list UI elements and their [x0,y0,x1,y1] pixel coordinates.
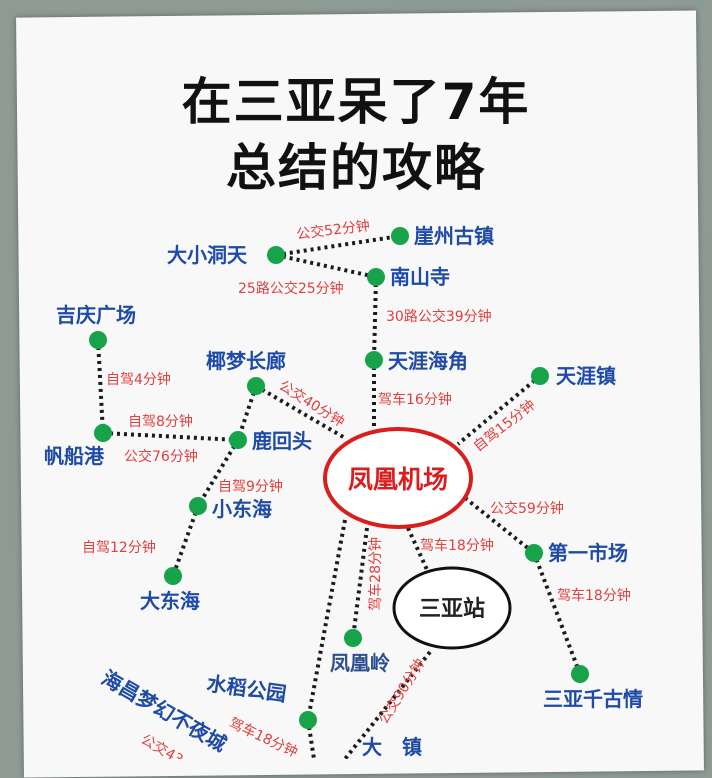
edge-label-6: 驾车16分钟 [378,391,452,408]
node-qiangu[interactable] [571,665,589,683]
route-map: 凤凰机场 三亚站 大小洞天 崖州古镇 南山寺 吉庆广场 椰梦长廊 天涯海角 天涯… [44,217,643,759]
edge-label-10: 自驾9分钟 [218,478,283,495]
label-xiaodonghai: 小东海 [212,497,272,521]
label-shuidao: 水稻公园 [205,671,288,706]
route-jiqing-fanchuan [96,339,105,434]
edge-label-4: 自驾4分钟 [106,371,171,388]
station-label: 三亚站 [419,597,485,622]
edge-label-11: 公交59分钟 [490,500,564,517]
route-dxdt-yazhou [275,234,401,257]
label-yemeng: 椰梦长廊 [206,349,286,373]
edge-label-8: 自驾8分钟 [128,413,193,430]
node-luhuitou[interactable] [229,431,247,449]
edge-label-15: 驾车18分钟 [557,587,631,604]
route-yemeng-hub [254,384,347,440]
label-partial-bottom: 大 [362,735,382,759]
label-yazhou: 崖州古镇 [414,224,494,248]
label-dadonghai: 大东海 [140,589,200,613]
route-luhuitou-xiaodonghai [196,438,240,508]
label-daxiaodongtian: 大小洞天 [167,243,248,267]
route-nanshan-tianya [372,276,378,361]
hub-label: 凤凰机场 [348,465,448,494]
route-hub-station [406,527,430,573]
edge-label-9: 公交76分钟 [124,448,198,465]
edge-label-18: 公交43 [138,731,186,759]
label-luhuitou: 鹿回头 [252,429,312,453]
node-dadonghai[interactable] [164,567,182,585]
edge-label-14: 驾车28分钟 [367,537,384,611]
edge-label-17: 驾车18分钟 [226,714,300,759]
route-lines [96,234,582,759]
node-diyi[interactable] [525,544,543,562]
node-xiaodonghai[interactable] [189,497,207,515]
label-tianyazhen: 天涯镇 [556,364,616,388]
route-xiaodonghai-dadonghai [171,505,200,577]
node-yazhou[interactable] [391,227,409,245]
node-fanchuan[interactable] [94,424,112,442]
title-line-2: 总结的攻略 [226,139,486,197]
route-fanchuan-luhuitou [102,431,239,442]
title-line-1: 在三亚呆了7年 [181,73,531,131]
node-yemeng[interactable] [247,377,265,395]
label-diyi: 第一市场 [548,541,628,565]
route-diyi-qiangu [532,552,582,675]
node-tianyahaijiao[interactable] [365,351,383,369]
route-station-down [343,650,432,759]
label-qiangu: 三亚千古情 [543,687,643,711]
label-jiqing: 吉庆广场 [56,303,136,327]
station-ellipse[interactable] [392,566,512,650]
label-fenghuangling: 凤凰岭 [330,651,390,675]
route-hub-diyi [463,496,536,555]
node-daxiaodongtian[interactable] [267,246,285,264]
nodes [89,227,589,729]
edge-label-1: 公交52分钟 [295,217,370,243]
route-hub-fenghuangling [351,527,369,639]
route-yemeng-luhuitou [236,385,258,441]
node-tianyazhen[interactable] [531,367,549,385]
node-jiqing[interactable] [89,331,107,349]
label-partial-bottom-2: 镇 [402,735,422,759]
route-hub-shuidao [306,519,347,721]
edge-label-13: 驾车18分钟 [420,537,494,554]
label-tianyahaijiao: 天涯海角 [388,349,468,373]
node-fenghuangling[interactable] [344,629,362,647]
edge-label-3: 30路公交39分钟 [386,308,492,325]
route-dxdt-nanshan [275,253,377,279]
label-nanshan: 南山寺 [390,265,450,289]
edge-label-2: 25路公交25分钟 [238,280,344,297]
hub-ellipse[interactable] [323,427,473,529]
node-nanshan[interactable] [367,268,385,286]
label-fanchuan: 帆船港 [44,444,105,468]
edge-label-12: 自驾12分钟 [82,539,156,556]
node-shuidao[interactable] [299,711,317,729]
